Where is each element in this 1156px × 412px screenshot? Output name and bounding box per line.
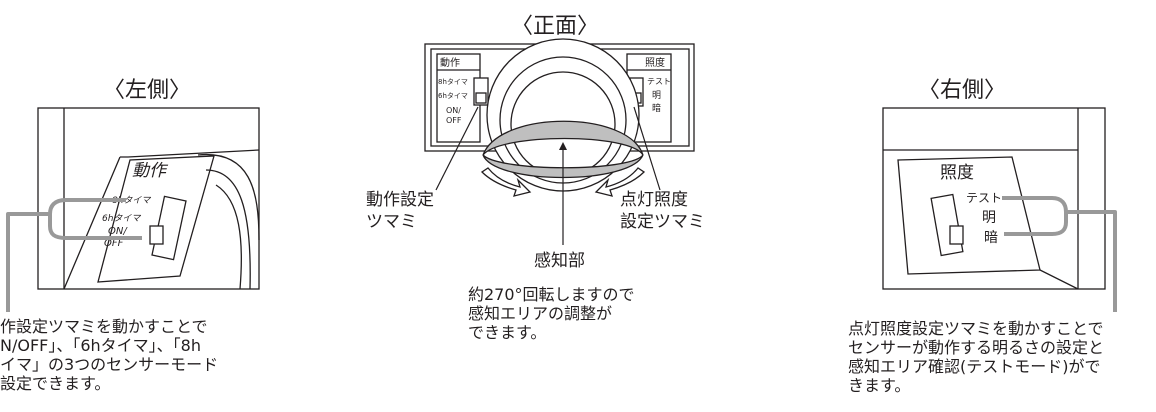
right-panel-opt-test: テスト — [966, 191, 1002, 205]
right-view-frame — [882, 107, 1106, 290]
front-left-opt-6h: 6hタイマ — [438, 91, 468, 100]
front-left-opt-8h: 8hタイマ — [438, 77, 468, 86]
ring-bottom — [482, 154, 644, 179]
left-description-line1: 作設定ツマミを動かすことで — [0, 317, 208, 336]
left-knob-callout-line1: 動作設定 — [366, 190, 434, 210]
right-knob-callout-line2: 設定ツマミ — [620, 212, 705, 232]
front-left-opt-off: OFF — [446, 116, 462, 125]
rotation-note-line2: 感知エリアの調整が — [468, 304, 613, 323]
front-right-opt-test: テスト — [647, 77, 671, 86]
front-view — [424, 38, 695, 192]
rotation-note-line1: 約270°回転しますので — [468, 285, 635, 304]
left-highlight-bracket — [6, 198, 142, 312]
front-view-title: 〈正面〉 — [511, 14, 600, 39]
left-view-frame — [37, 107, 260, 290]
right-panel-header: 照度 — [940, 163, 974, 183]
rotation-arrows — [480, 167, 646, 197]
rotation-note-line3: できます。 — [468, 323, 547, 342]
front-left-opt-on: ON/ — [446, 106, 461, 115]
front-right-opt-bright: 明 — [652, 90, 661, 101]
left-panel-header: 動作 — [132, 161, 169, 181]
sensor-arrowhead — [559, 142, 567, 150]
left-knob-callout-line2: ツマミ — [366, 212, 417, 232]
rotation-arrow-right — [594, 167, 646, 197]
right-view-title: 〈右側〉 — [918, 78, 1007, 103]
left-panel-opt-off: OFF — [104, 238, 124, 249]
left-description-line2: N/OFF」、「6hタイマ」、「8h — [0, 336, 202, 355]
right-panel-opt-bright: 明 — [982, 210, 996, 226]
front-right-opt-dark: 暗 — [652, 102, 661, 114]
left-description: 作設定ツマミを動かすことで N/OFF」、「6hタイマ」、「8h イマ」の3つの… — [0, 317, 218, 393]
rotation-note: 約270°回転しますので 感知エリアの調整が できます。 — [468, 285, 635, 342]
right-description-line3: 感知エリア確認(テストモード)がで — [848, 357, 1101, 376]
left-view-title: 〈左側〉 — [103, 78, 192, 103]
left-description-line3: イマ」の3つのセンサーモード — [0, 355, 219, 374]
rotation-ring — [482, 120, 644, 179]
rotation-arrow-left — [480, 167, 532, 197]
right-description: 点灯照度設定ツマミを動かすことで センサーが動作する明るさの設定と 感知エリア確… — [848, 319, 1104, 395]
leader-lines — [435, 106, 661, 245]
right-knob-callout: 点灯照度 設定ツマミ — [620, 189, 705, 233]
leader-right-knob — [633, 106, 661, 191]
right-description-line1: 点灯照度設定ツマミを動かすことで — [848, 319, 1104, 338]
leader-left-knob — [435, 106, 479, 191]
front-right-header: 照度 — [645, 56, 665, 69]
left-knob-callout: 動作設定 ツマミ — [366, 189, 434, 233]
left-panel-opt-8h: 8hタイマ — [112, 195, 151, 206]
front-left-header: 動作 — [440, 56, 460, 69]
sensor-label: 感知部 — [534, 251, 585, 271]
left-panel-opt-on: ON/ — [108, 226, 128, 237]
right-knob-callout-line1: 点灯照度 — [620, 190, 688, 210]
right-highlight-bracket — [1002, 196, 1117, 312]
right-description-line4: きます。 — [848, 376, 911, 395]
right-panel-opt-dark: 暗 — [984, 230, 998, 246]
left-panel-opt-6h: 6hタイマ — [102, 213, 141, 224]
right-side-view — [882, 107, 1106, 290]
left-description-line4: 設定できます。 — [0, 374, 111, 393]
right-description-line2: センサーが動作する明るさの設定と — [848, 338, 1105, 357]
